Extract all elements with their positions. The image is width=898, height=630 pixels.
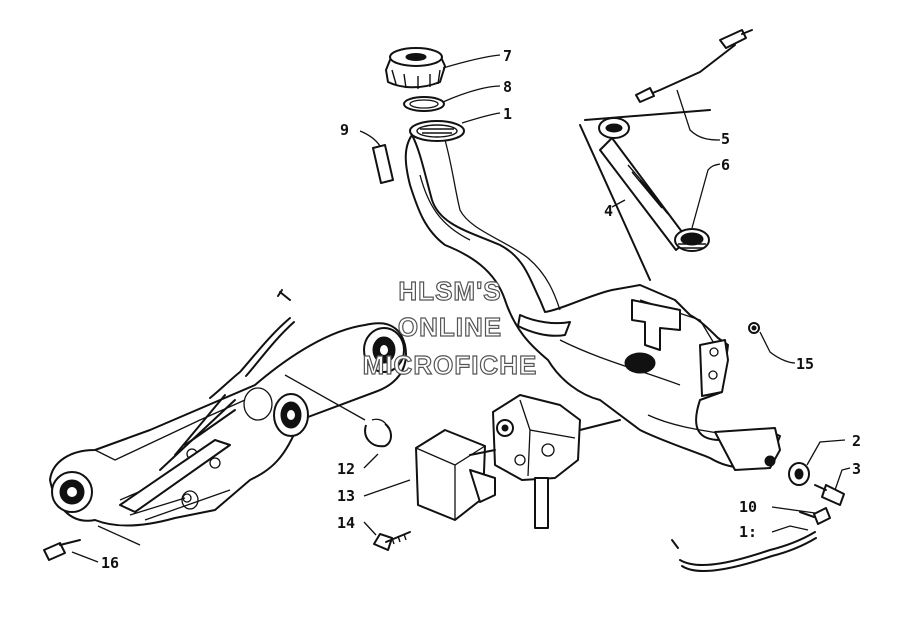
callout-15: 15: [796, 355, 814, 373]
fuel-filter-box: [415, 429, 496, 521]
callout-4: 4: [604, 202, 613, 220]
drain-hose: [679, 531, 816, 567]
gear-right: [363, 327, 405, 373]
callout-10: 10: [739, 498, 757, 516]
drain-screw: [799, 507, 831, 525]
fuel-cap: [385, 47, 446, 89]
fuel-pump-body: [469, 394, 621, 529]
callout-1: 1: [503, 105, 512, 123]
callout-16: 16: [101, 554, 119, 572]
fuel-sender: [579, 29, 753, 281]
callout-14: 14: [337, 514, 355, 532]
gear-center: [273, 393, 309, 437]
callout-8-gasket: 8: [503, 78, 512, 96]
callout-2: 2: [852, 432, 861, 450]
small-washer: [748, 322, 760, 334]
gear-left: [51, 471, 93, 513]
leader-lines: [71, 54, 851, 563]
callout-12: 12: [337, 460, 355, 478]
watermark-line-2: ONLINE: [398, 312, 502, 342]
pin: [43, 539, 81, 561]
cap-gasket: [403, 96, 445, 112]
watermark-line-3: MICROFICHE: [363, 350, 538, 380]
watermark-line-1: HLSM'S: [398, 276, 501, 306]
vent-tube: [372, 144, 394, 184]
callout-3: 3: [852, 460, 861, 478]
callout-7: 7: [503, 47, 512, 65]
mounting-plate: [49, 289, 407, 546]
callout-6: 6: [721, 156, 730, 174]
watermark: HLSM'S ONLINE MICROFICHE: [362, 275, 538, 380]
callout-11: 1:: [739, 523, 757, 541]
callout-labels: 7 8 1 9 5 6 4 15 2 3 10 1: 12 13 14 16: [101, 47, 861, 572]
nut: [821, 484, 845, 506]
callout-9: 9: [340, 121, 349, 139]
callout-5: 5: [721, 130, 730, 148]
filler-neck-tube: [404, 120, 781, 471]
screw: [373, 531, 411, 551]
callout-13: 13: [337, 487, 355, 505]
hose-clamp: [364, 423, 392, 448]
